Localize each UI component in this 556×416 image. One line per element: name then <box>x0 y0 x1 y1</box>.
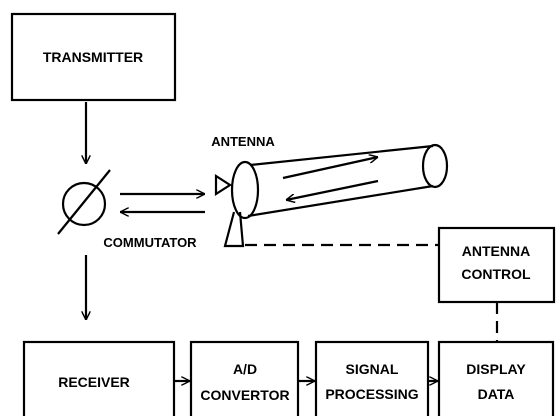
antenna-control-label-line1: ANTENNA <box>462 243 530 259</box>
signal-processing-label-line2: PROCESSING <box>325 386 418 402</box>
ad-convertor-block <box>189 340 300 416</box>
beam-lower-edge <box>247 184 434 218</box>
display-data-label-line2: DATA <box>478 386 515 402</box>
beam-return-arrow <box>286 179 379 200</box>
antenna-control-label-line2: CONTROL <box>461 266 531 282</box>
antenna-control-block <box>437 226 556 304</box>
antenna-mount-icon <box>223 211 245 248</box>
receiver-label: RECEIVER <box>58 374 130 390</box>
antenna-label: ANTENNA <box>211 134 275 149</box>
commutator-slash <box>57 169 111 235</box>
ad-label-line2: CONVERTOR <box>200 387 289 403</box>
transmitter-label: TRANSMITTER <box>43 49 143 65</box>
transmitter-block <box>10 12 177 102</box>
signal-processing-label-line1: SIGNAL <box>346 361 399 377</box>
receiver-block <box>22 340 176 416</box>
beam-outgoing-arrow <box>282 157 378 180</box>
beam-upper-edge <box>249 144 434 167</box>
antenna-dish-icon <box>230 160 260 220</box>
ad-label-line1: A/D <box>233 361 257 377</box>
antenna-feed-icon <box>214 173 233 197</box>
signal-processing-block <box>314 340 430 416</box>
commutator-label: COMMUTATOR <box>103 235 197 250</box>
beam-end-ellipse <box>421 143 449 189</box>
display-data-label-line1: DISPLAY <box>466 361 526 377</box>
commutator-symbol <box>61 181 107 227</box>
display-data-block <box>437 340 555 416</box>
